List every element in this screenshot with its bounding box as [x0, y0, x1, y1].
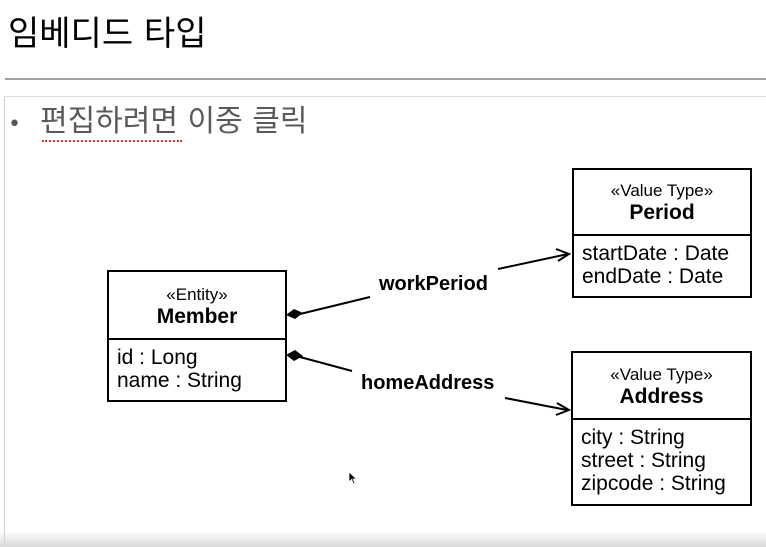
member-attr-id: id : Long: [117, 346, 198, 369]
home-address-composition-diamond: [286, 350, 303, 361]
title-divider: [5, 78, 766, 80]
bottom-shade: [0, 531, 766, 547]
work-period-composition-diamond: [286, 309, 303, 319]
spellcheck-underline: [42, 137, 182, 142]
period-class-header: «Value Type» Period: [574, 170, 750, 236]
bullet-dot-icon: •: [8, 112, 21, 137]
member-attr-name: name : String: [117, 369, 242, 392]
home-address-arrowhead: [555, 402, 572, 416]
home-address-label: homeAddress: [361, 372, 494, 394]
content-placeholder[interactable]: [4, 96, 766, 547]
address-attr-street: street : String: [581, 449, 706, 472]
member-class[interactable]: «Entity» Member id : Long name : String: [107, 270, 287, 402]
address-attr-zipcode: zipcode : String: [581, 472, 726, 495]
address-attr-city: city : String: [581, 426, 685, 449]
address-class[interactable]: «Value Type» Address city : String stree…: [571, 351, 752, 506]
address-attributes: city : String street : String zipcode : …: [573, 420, 750, 495]
period-class-name: Period: [629, 201, 695, 224]
period-attr-end-date: endDate : Date: [582, 265, 724, 288]
period-attributes: startDate : Date endDate : Date: [574, 236, 750, 288]
address-class-name: Address: [619, 385, 704, 408]
period-class[interactable]: «Value Type» Period startDate : Date end…: [572, 168, 752, 298]
address-stereotype: «Value Type»: [610, 365, 713, 384]
mouse-pointer-icon: [348, 471, 358, 485]
slide-title: 임베디드 타입: [8, 14, 207, 54]
work-period-label: workPeriod: [378, 273, 488, 295]
address-class-header: «Value Type» Address: [573, 353, 750, 420]
work-period-arrowhead: [555, 248, 572, 262]
placeholder-hint-text[interactable]: 편집하려면 이중 클릭: [40, 104, 308, 139]
home-address-line-a: [299, 356, 353, 372]
work-period-line-a: [299, 296, 371, 315]
period-stereotype: «Value Type»: [610, 181, 714, 200]
member-stereotype: «Entity»: [166, 285, 228, 304]
home-address-line-b: [504, 397, 568, 411]
member-class-header: «Entity» Member: [109, 272, 285, 340]
member-attributes: id : Long name : String: [109, 340, 285, 392]
period-attr-start-date: startDate : Date: [582, 242, 730, 265]
work-period-line-b: [497, 253, 569, 270]
member-class-name: Member: [156, 305, 238, 328]
